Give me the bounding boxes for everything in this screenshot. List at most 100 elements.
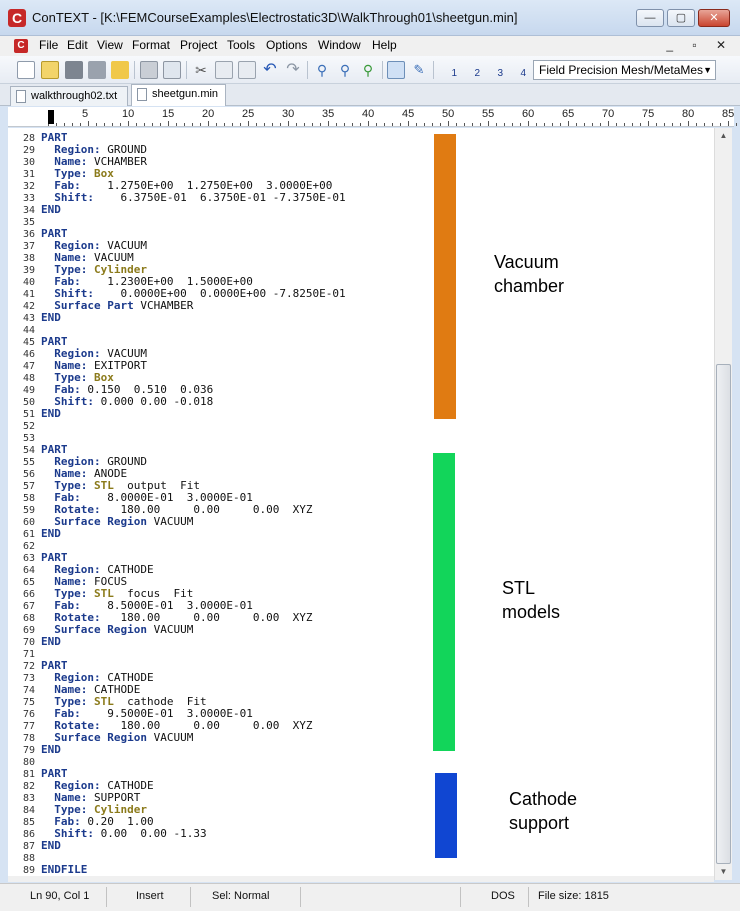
menu-edit[interactable]: Edit xyxy=(67,38,88,52)
code-line[interactable]: 60 Surface Region VACUUM xyxy=(8,516,346,529)
code-line[interactable]: 76 Fab: 9.5000E-01 3.0000E-01 xyxy=(8,708,346,721)
code-line[interactable]: 40 Fab: 1.2300E+00 1.5000E+00 xyxy=(8,276,346,289)
find-next-icon[interactable]: ⚲ xyxy=(339,62,351,78)
wrap-icon[interactable]: ✎ xyxy=(413,62,425,77)
document-icon[interactable]: C xyxy=(14,39,28,53)
code-line[interactable]: 29 Region: GROUND xyxy=(8,144,346,157)
code-line[interactable]: 31 Type: Box xyxy=(8,168,346,181)
code-line[interactable]: 82 Region: CATHODE xyxy=(8,780,346,793)
code-line[interactable]: 71 xyxy=(8,648,346,660)
code-line[interactable]: 78 Surface Region VACUUM xyxy=(8,732,346,745)
menu-tools[interactable]: Tools xyxy=(227,38,256,52)
maximize-button[interactable]: ▢ xyxy=(667,9,695,27)
user-exec-4-icon[interactable]: 4 xyxy=(520,68,526,79)
close-button[interactable]: ✕ xyxy=(698,9,730,27)
redo-icon[interactable]: ↷ xyxy=(286,61,300,78)
code-line[interactable]: 35 xyxy=(8,216,346,228)
code-line[interactable]: 50 Shift: 0.000 0.00 -0.018 xyxy=(8,396,346,409)
paste-icon[interactable] xyxy=(238,61,256,79)
mdi-window-controls[interactable]: _ ▫ ✕ xyxy=(666,38,734,52)
code-line[interactable]: 85 Fab: 0.20 1.00 xyxy=(8,816,346,829)
scroll-down-icon[interactable]: ▼ xyxy=(719,867,728,876)
code-line[interactable]: 38 Name: VACUUM xyxy=(8,252,346,265)
vertical-scrollbar[interactable]: ▲ ▼ xyxy=(714,128,732,880)
code-line[interactable]: 75 Type: STL cathode Fit xyxy=(8,696,346,709)
app-logo-icon[interactable]: C xyxy=(8,9,26,27)
menu-format[interactable]: Format xyxy=(132,38,171,52)
user-exec-2-icon[interactable]: 2 xyxy=(474,68,480,79)
code-line[interactable]: 46 Region: VACUUM xyxy=(8,348,346,361)
code-line[interactable]: 33 Shift: 6.3750E-01 6.3750E-01 -7.3750E… xyxy=(8,192,346,205)
copy-icon[interactable] xyxy=(215,61,233,79)
open-file-icon[interactable] xyxy=(41,61,59,79)
undo-icon[interactable]: ↶ xyxy=(263,61,277,78)
code-line[interactable]: 80 xyxy=(8,756,346,768)
chevron-down-icon[interactable]: ▼ xyxy=(703,65,712,75)
replace-icon[interactable]: ⚲ xyxy=(362,62,374,78)
code-line[interactable]: 49 Fab: 0.150 0.510 0.036 xyxy=(8,384,346,397)
minimize-button[interactable]: — xyxy=(636,9,664,27)
code-line[interactable]: 53 xyxy=(8,432,346,444)
open-folder-icon[interactable] xyxy=(111,61,129,79)
user-exec-3-icon[interactable]: 3 xyxy=(497,68,503,79)
tab-walkthrough02[interactable]: walkthrough02.txt xyxy=(10,86,128,106)
highlighter-select[interactable]: Field Precision Mesh/MetaMes▼ xyxy=(533,60,716,80)
code-line[interactable]: 58 Fab: 8.0000E-01 3.0000E-01 xyxy=(8,492,346,505)
code-line[interactable]: 41 Shift: 0.0000E+00 0.0000E+00 -7.8250E… xyxy=(8,288,346,301)
code-line[interactable]: 68 Rotate: 180.00 0.00 0.00 XYZ xyxy=(8,612,346,625)
code-line[interactable]: 64 Region: CATHODE xyxy=(8,564,346,577)
code-line[interactable]: 67 Fab: 8.5000E-01 3.0000E-01 xyxy=(8,600,346,613)
find-icon[interactable]: ⚲ xyxy=(316,62,328,78)
menu-window[interactable]: Window xyxy=(318,38,361,52)
code-line[interactable]: 39 Type: Cylinder xyxy=(8,264,346,277)
code-line[interactable]: 74 Name: CATHODE xyxy=(8,684,346,697)
code-line[interactable]: 65 Name: FOCUS xyxy=(8,576,346,589)
menu-file[interactable]: File xyxy=(39,38,59,52)
code-line[interactable]: 59 Rotate: 180.00 0.00 0.00 XYZ xyxy=(8,504,346,517)
code-line[interactable]: 52 xyxy=(8,420,346,432)
scroll-up-icon[interactable]: ▲ xyxy=(719,131,728,140)
print-preview-icon[interactable] xyxy=(163,61,181,79)
code-line[interactable]: 83 Name: SUPPORT xyxy=(8,792,346,805)
menu-project[interactable]: Project xyxy=(180,38,218,52)
code-line[interactable]: 30 Name: VCHAMBER xyxy=(8,156,346,169)
code-line[interactable]: 66 Type: STL focus Fit xyxy=(8,588,346,601)
code-line[interactable]: 32 Fab: 1.2750E+00 1.2750E+00 3.0000E+00 xyxy=(8,180,346,193)
highlighter-icon[interactable] xyxy=(387,61,405,79)
menu-options[interactable]: Options xyxy=(266,38,308,52)
save-icon[interactable] xyxy=(65,61,83,79)
tab-sheetgun[interactable]: sheetgun.min xyxy=(131,84,226,106)
scroll-thumb[interactable] xyxy=(716,364,731,864)
code-line[interactable]: 37 Region: VACUUM xyxy=(8,240,346,253)
code-line[interactable]: 47 Name: EXITPORT xyxy=(8,360,346,373)
code-line[interactable]: 44 xyxy=(8,324,346,336)
code-line[interactable]: 77 Rotate: 180.00 0.00 0.00 XYZ xyxy=(8,720,346,733)
code-line[interactable]: 62 xyxy=(8,540,346,552)
new-file-icon[interactable] xyxy=(17,61,35,79)
code-line[interactable]: 88 xyxy=(8,852,346,864)
menu-help[interactable]: Help xyxy=(372,38,397,52)
code-line[interactable]: 56 Name: ANODE xyxy=(8,468,346,481)
code-line[interactable]: 57 Type: STL output Fit xyxy=(8,480,346,493)
user-exec-1-icon[interactable]: 1 xyxy=(451,68,457,79)
code-line[interactable]: 55 Region: GROUND xyxy=(8,456,346,469)
code-line[interactable]: 48 Type: Box xyxy=(8,372,346,385)
save-all-icon[interactable] xyxy=(88,61,106,79)
code-line[interactable]: 73 Region: CATHODE xyxy=(8,672,346,685)
